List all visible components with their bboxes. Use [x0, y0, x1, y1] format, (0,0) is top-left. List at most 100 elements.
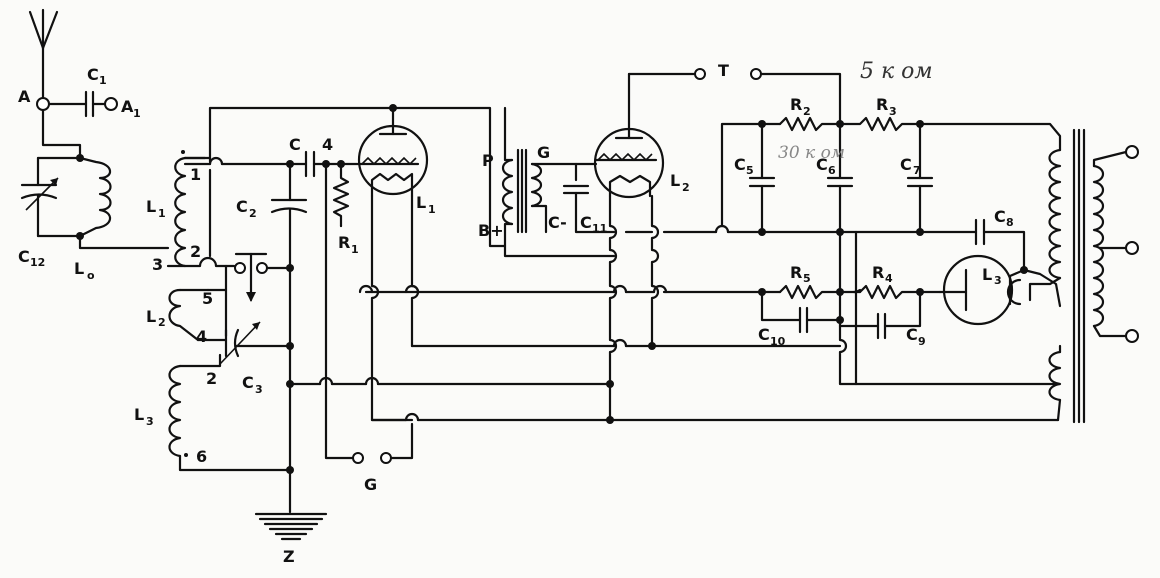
label-tube-L3: L — [982, 265, 992, 284]
svg-text:4: 4 — [885, 272, 893, 285]
svg-text:2: 2 — [206, 369, 217, 388]
label-C7: C — [900, 155, 912, 174]
resistor-R3 — [838, 116, 1062, 152]
output-terminal-bottom[interactable] — [1125, 329, 1139, 343]
capacitor-C6 — [826, 122, 854, 234]
resistor-R4 — [858, 284, 942, 300]
terminal-A1[interactable] — [104, 97, 118, 111]
svg-text:1: 1 — [133, 107, 141, 120]
svg-text:3: 3 — [994, 274, 1002, 287]
label-C-minus: C- — [548, 213, 567, 232]
vacuum-tube-L1 — [357, 106, 429, 198]
svg-text:6: 6 — [828, 164, 836, 177]
svg-text:11: 11 — [592, 222, 607, 235]
label-Bplus: B+ — [478, 221, 504, 240]
label-C5: C — [734, 155, 746, 174]
vacuum-tube-L2 — [593, 72, 665, 199]
label-G-grid: G — [537, 143, 550, 162]
label-tube-L2: L — [670, 171, 680, 190]
label-T: T — [718, 61, 729, 80]
svg-text:1: 1 — [158, 207, 166, 220]
svg-text:7: 7 — [913, 164, 921, 177]
handwritten-note-5k: 5 к ом — [860, 59, 933, 84]
label-Lo: L — [74, 259, 84, 278]
interstage-transformer — [501, 148, 543, 234]
vacuum-tube-L3 — [938, 254, 1026, 326]
svg-text:4: 4 — [322, 135, 333, 154]
svg-text:6: 6 — [196, 447, 207, 466]
output-terminal-mid[interactable] — [1125, 241, 1139, 255]
label-R4: R — [872, 263, 884, 282]
output-transformer-secondary — [1048, 344, 1062, 422]
svg-text:5: 5 — [803, 272, 811, 285]
output-transformer-primary — [1028, 148, 1062, 302]
svg-text:10: 10 — [770, 335, 786, 348]
label-A: A — [18, 87, 31, 106]
svg-text:5: 5 — [202, 289, 213, 308]
coil-L3 — [168, 353, 222, 458]
variable-capacitor-C3 — [196, 321, 292, 365]
capacitor-C5 — [748, 122, 776, 234]
label-C2: C — [236, 197, 248, 216]
label-C3: C — [242, 373, 254, 392]
svg-text:3: 3 — [889, 105, 897, 118]
label-C: C — [289, 135, 301, 154]
svg-text:3: 3 — [152, 255, 163, 274]
svg-text:9: 9 — [918, 335, 926, 348]
svg-text:3: 3 — [146, 415, 154, 428]
label-C11: C — [580, 213, 592, 232]
svg-text:1: 1 — [351, 243, 359, 256]
label-Z: Z — [283, 547, 295, 566]
transformer-core — [1072, 128, 1086, 424]
svg-text:8: 8 — [1006, 216, 1014, 229]
label-L3: L — [134, 405, 144, 424]
label-R2: R — [790, 95, 802, 114]
svg-text:2: 2 — [803, 105, 811, 118]
resistor-R5 — [778, 284, 842, 300]
svg-text:4: 4 — [196, 327, 207, 346]
capacitor-C — [304, 150, 316, 178]
antenna — [28, 8, 59, 100]
label-C8: C — [994, 207, 1006, 226]
variable-capacitor-C12 — [20, 156, 59, 238]
svg-text:o: o — [87, 269, 95, 282]
label-L2: L — [146, 307, 156, 326]
svg-text:2: 2 — [682, 181, 690, 194]
svg-text:1: 1 — [99, 74, 107, 87]
svg-text:5: 5 — [746, 164, 754, 177]
svg-text:3: 3 — [255, 383, 263, 396]
capacitor-C7 — [906, 122, 934, 234]
label-C9: C — [906, 325, 918, 344]
label-C6: C — [816, 155, 828, 174]
handwritten-note-30k: 30 к ом — [778, 143, 845, 163]
coil-L2 — [168, 288, 210, 342]
svg-text:2: 2 — [158, 316, 166, 329]
capacitor-C8 — [974, 218, 986, 246]
svg-text:2: 2 — [249, 207, 257, 220]
svg-text:1: 1 — [428, 203, 436, 216]
coil-L1 — [174, 156, 187, 268]
label-tube-L1: L — [416, 193, 426, 212]
output-terminal-top[interactable] — [1125, 145, 1139, 159]
label-P: P — [482, 151, 494, 170]
label-R5: R — [790, 263, 802, 282]
output-winding — [1092, 150, 1128, 338]
label-A1: A — [121, 97, 134, 116]
coil-Lo — [78, 156, 112, 238]
label-C1: C — [87, 65, 99, 84]
push-switch[interactable] — [234, 252, 268, 302]
label-C10: C — [758, 325, 770, 344]
label-R3: R — [876, 95, 888, 114]
svg-text:2: 2 — [190, 242, 201, 261]
label-C12: C — [18, 247, 30, 266]
capacitor-C1 — [47, 90, 106, 118]
label-R1: R — [338, 233, 350, 252]
svg-text:1: 1 — [190, 165, 201, 184]
label-L1: L — [146, 197, 156, 216]
label-G-bottom: G — [364, 475, 377, 494]
resistor-R1 — [332, 162, 350, 228]
ground-symbol — [254, 512, 328, 541]
terminal-A[interactable] — [36, 97, 50, 111]
svg-text:12: 12 — [30, 256, 45, 269]
